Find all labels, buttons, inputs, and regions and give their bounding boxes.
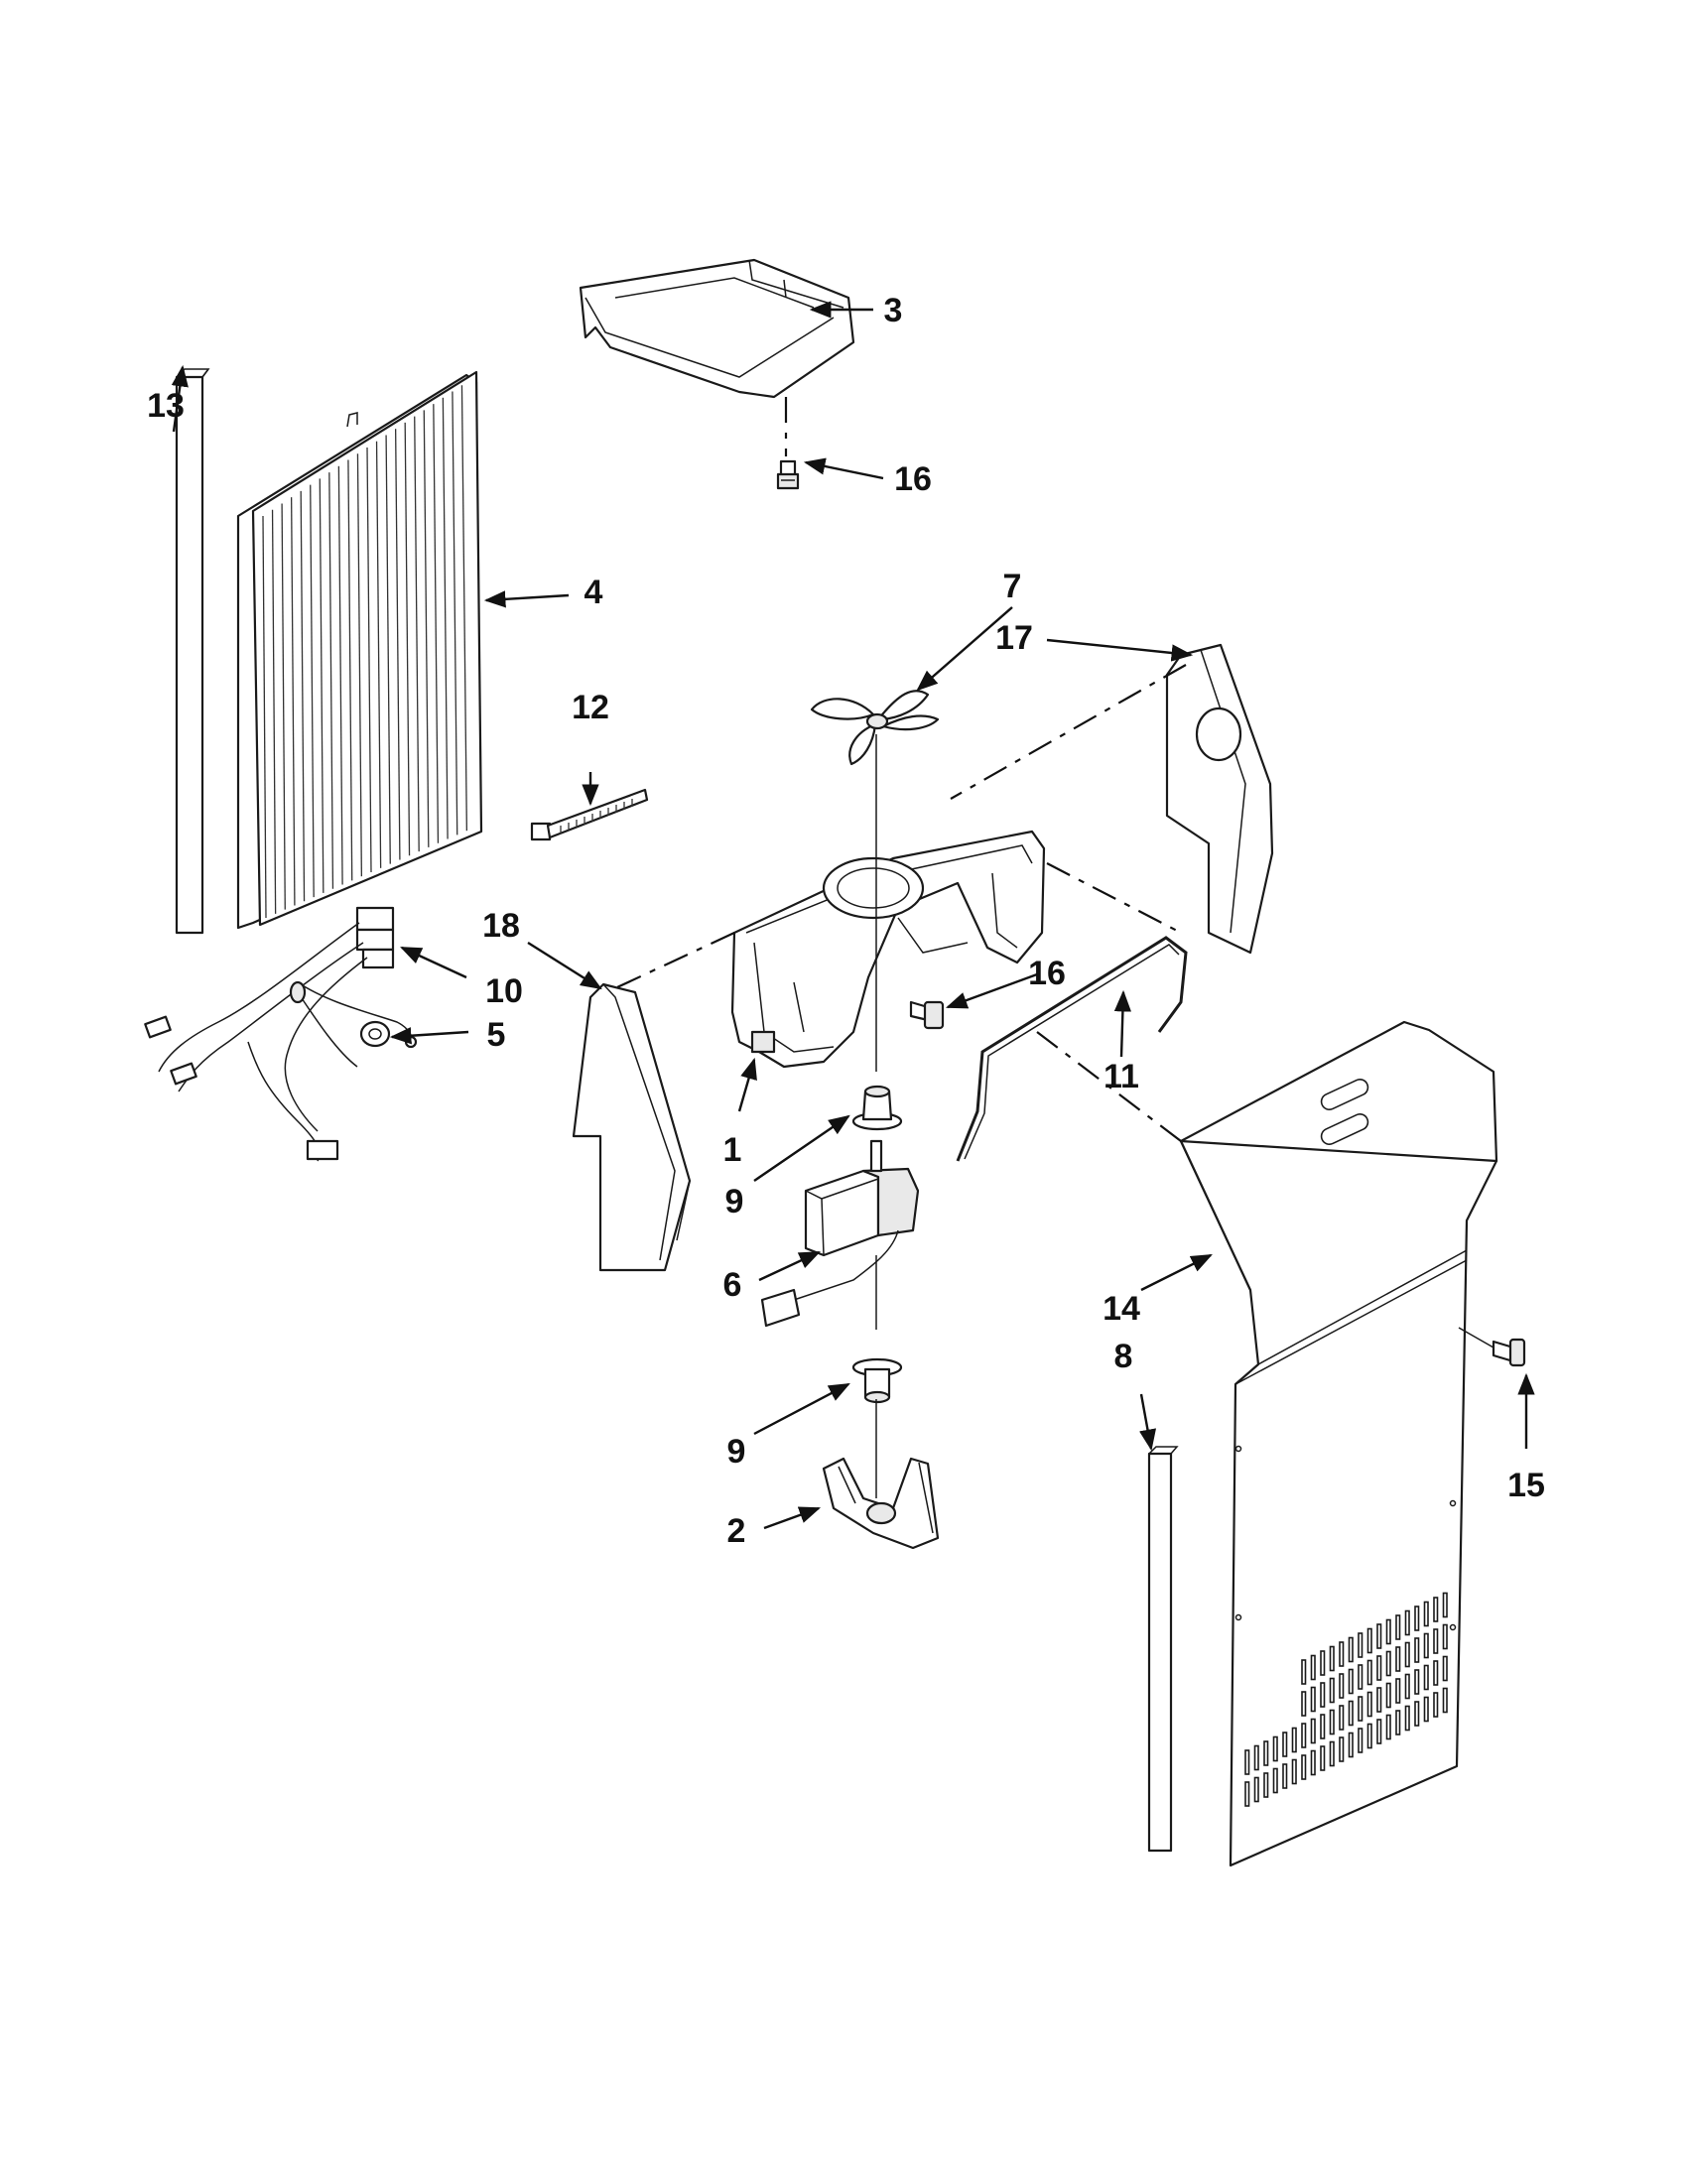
cable-tie-teeth <box>560 799 633 834</box>
part-6-fan-motor <box>760 1139 920 1328</box>
callout-3: 3 <box>884 292 903 329</box>
part-11-wire-bracket <box>956 936 1188 1162</box>
callout-6: 6 <box>723 1266 742 1304</box>
part-13-gasket-strip <box>175 368 210 935</box>
callout-10: 10 <box>485 972 523 1010</box>
dash-11-14 <box>1036 1031 1182 1142</box>
callout-4: 4 <box>584 574 603 611</box>
panel-ribs <box>262 385 468 919</box>
part-14-rear-panel <box>1179 1020 1498 1867</box>
callout-14: 14 <box>1103 1290 1140 1328</box>
part-7-fan-blade <box>810 690 940 766</box>
panel-vents <box>1244 1592 1448 1807</box>
part-4-ribbed-panel <box>236 370 483 930</box>
callout-12: 12 <box>572 689 609 726</box>
callout-9-lower: 9 <box>727 1433 746 1471</box>
part-16-screw-top <box>776 459 800 490</box>
callout-1: 1 <box>723 1131 742 1169</box>
callout-13: 13 <box>147 387 185 425</box>
part-17-right-baffle <box>1165 643 1274 955</box>
callout-15: 15 <box>1507 1467 1545 1504</box>
callout-18: 18 <box>482 907 520 945</box>
part-15-screw <box>1458 1327 1526 1367</box>
part-10-wire-harness <box>144 906 418 1162</box>
callout-11: 11 <box>1104 1058 1139 1095</box>
part-18-left-baffle <box>572 982 692 1272</box>
part-3-duct-cover <box>579 258 855 399</box>
callout-5: 5 <box>487 1016 506 1054</box>
part-9-bushing-upper <box>851 1085 903 1131</box>
dash-18-shroud <box>616 932 735 988</box>
part-12-cable-tie <box>530 788 649 841</box>
part-9-bushing-lower <box>851 1357 903 1404</box>
dash-17-shroud <box>950 664 1187 800</box>
part-2-motor-bracket <box>822 1457 940 1550</box>
callout-9-upper: 9 <box>725 1183 744 1220</box>
callout-8: 8 <box>1114 1338 1133 1375</box>
callout-16-top: 16 <box>894 460 932 498</box>
part-8-gasket-strip <box>1147 1446 1179 1853</box>
callout-7: 7 <box>1003 568 1022 605</box>
leader-lines <box>171 301 1535 1530</box>
dash-shroud-11 <box>1046 862 1182 934</box>
callout-16-mid: 16 <box>1028 955 1066 992</box>
callout-17: 17 <box>995 619 1033 657</box>
callout-2: 2 <box>727 1512 746 1550</box>
part-1-fan-shroud <box>730 830 1046 1069</box>
part-5-grommet <box>359 1020 391 1048</box>
part-16-screw-mid <box>909 1000 945 1030</box>
